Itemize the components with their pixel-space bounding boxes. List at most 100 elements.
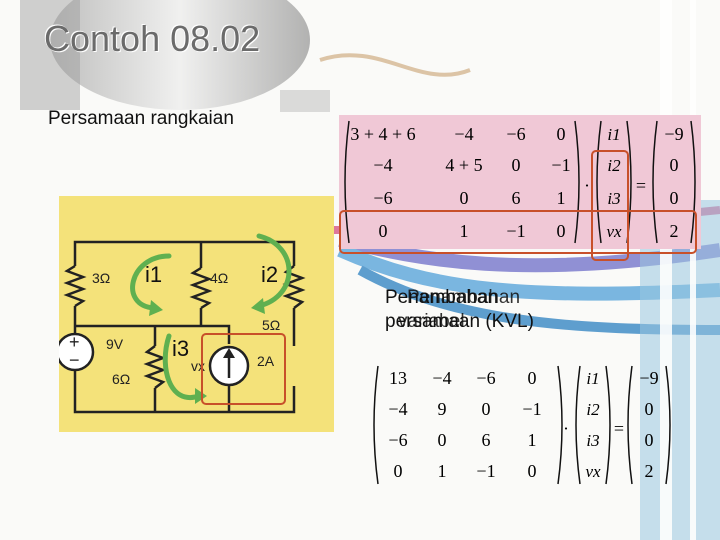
label-6ohm: 6Ω — [112, 371, 130, 387]
bracket-left-b2 — [627, 365, 633, 485]
top-wire — [73, 240, 296, 266]
matrix2-cell: 1 — [438, 461, 447, 481]
matrix2-var: i3 — [586, 431, 599, 450]
bracket-right-b — [690, 120, 696, 244]
matrix-equation-1: 3 + 4 + 6 −4 −6 0 i1 −9 −4 4 + 5 0 −1 i2 0 −6 0 6 1 i3 0 0… — [344, 120, 696, 244]
matrix2-cell: 13 — [389, 368, 407, 388]
matrix2-cell: 0 — [528, 461, 537, 481]
highlight-current-source — [201, 333, 286, 405]
matrix2-cell: −4 — [432, 368, 451, 388]
bracket-left-a — [344, 120, 350, 244]
matrix2-dot: · — [563, 419, 569, 439]
matrix2-cell: 0 — [438, 430, 447, 450]
highlight-new-variable — [591, 150, 629, 261]
label-i3: i3 — [172, 336, 189, 361]
matrix2-equals: = — [614, 419, 624, 439]
matrix2-rhs: 0 — [645, 430, 654, 450]
circuit-diagram: 3Ω 4Ω 5Ω 6Ω 9V 2A vx + − i1 i2 i3 — [59, 233, 306, 414]
matrix-1-cells: 3 + 4 + 6 −4 −6 0 i1 −9 −4 4 + 5 0 −1 i2 0 −6 0 6 1 i3 0 0… — [350, 124, 683, 241]
matrix2-var: i1 — [586, 369, 599, 388]
matrix1-cell: 0 — [460, 188, 469, 208]
matrix2-cell: −6 — [388, 430, 407, 450]
bracket-left-x — [596, 120, 602, 244]
label-3ohm: 3Ω — [92, 270, 110, 286]
matrix1-cell: 1 — [460, 221, 469, 241]
resistor-6ohm — [143, 345, 167, 389]
matrix2-cell: −4 — [388, 399, 407, 419]
wire-bundle-image — [329, 0, 720, 540]
voltage-source — [59, 332, 95, 372]
label-2a: 2A — [257, 353, 275, 369]
matrix1-cell: 0 — [512, 155, 521, 175]
label-i1: i1 — [145, 262, 162, 287]
matrix1-rhs: 0 — [670, 188, 679, 208]
matrix1-equals: = — [636, 176, 646, 196]
matrix1-cell: −6 — [506, 124, 525, 144]
matrix1-cell: 6 — [512, 188, 521, 208]
matrix2-cell: −1 — [476, 461, 495, 481]
bracket-left-x2 — [575, 365, 581, 485]
matrix2-cell: −1 — [522, 399, 541, 419]
loop-arrow-i2 — [256, 233, 292, 309]
matrix-panel — [339, 115, 701, 249]
bracket-left-b — [652, 120, 658, 244]
matrix1-cell: 4 + 5 — [445, 155, 482, 175]
matrix1-cell: 0 — [557, 221, 566, 241]
motor-image — [20, 0, 330, 112]
matrix1-rhs: 0 — [670, 155, 679, 175]
matrix1-cell: −6 — [373, 188, 392, 208]
slide-subtitle: Persamaan rangkaian — [48, 108, 234, 129]
matrix1-cell: −1 — [551, 155, 570, 175]
matrix2-cell: 0 — [528, 368, 537, 388]
matrix2-rhs: 0 — [645, 399, 654, 419]
matrix2-var: vx — [585, 462, 601, 481]
matrix1-rhs: −9 — [664, 124, 683, 144]
slide-title: Contoh 08.02 — [44, 18, 261, 59]
label-i2: i2 — [261, 262, 278, 287]
arrowhead-i1 — [149, 300, 163, 316]
matrix1-var: i3 — [607, 189, 620, 208]
matrix1-rhs: 2 — [670, 221, 679, 241]
bracket-right-a — [574, 120, 580, 244]
bracket-right-b2 — [665, 365, 671, 485]
highlight-new-row — [339, 210, 697, 254]
matrix1-var: vx — [606, 222, 622, 241]
resistor-4ohm — [189, 266, 213, 310]
matrix2-cell: −6 — [476, 368, 495, 388]
matrix1-var: i1 — [607, 125, 620, 144]
matrix1-dot: · — [584, 176, 590, 196]
matrix2-cell: 9 — [438, 399, 447, 419]
matrix1-cell: 0 — [379, 221, 388, 241]
matrix2-var: i2 — [586, 400, 600, 419]
matrix2-rhs: −9 — [639, 368, 658, 388]
resistor-3ohm — [63, 264, 87, 308]
note-line1-overlap: Penambahan — [407, 287, 521, 308]
matrix1-cell: −4 — [454, 124, 473, 144]
bracket-left-a2 — [373, 365, 379, 485]
note-line2-overlap: variabel — [398, 311, 465, 332]
matrix1-cell: −1 — [506, 221, 525, 241]
matrix2-cell: 0 — [482, 399, 491, 419]
matrix1-cell: −4 — [373, 155, 392, 175]
label-9v: 9V — [106, 336, 124, 352]
label-minus: − — [69, 350, 80, 370]
matrix1-cell: 3 + 4 + 6 — [350, 124, 415, 144]
label-4ohm: 4Ω — [210, 270, 228, 286]
middle-wire — [75, 324, 231, 344]
loop-arrow-i3 — [162, 333, 202, 401]
matrix2-cell: 6 — [482, 430, 491, 450]
label-plus: + — [69, 332, 80, 352]
arrowhead-i2 — [251, 298, 265, 314]
matrix1-cell: 1 — [557, 188, 566, 208]
matrix-2-cells: 13 −4 −6 0 i1 −9 −4 9 0 −1 i2 0 −6 0 6 1 i3 0 0 1 −1 0 vx 2 · = — [388, 368, 658, 481]
matrix2-cell: 1 — [528, 430, 537, 450]
bottom-wire — [73, 371, 296, 414]
matrix1-var: i2 — [607, 156, 621, 175]
matrix1-cell: 0 — [557, 124, 566, 144]
bracket-right-x2 — [605, 365, 611, 485]
current-arrowhead — [223, 348, 235, 358]
note-line2: persamaan (KVL) — [385, 311, 534, 332]
matrix2-cell: 0 — [394, 461, 403, 481]
matrix2-rhs: 2 — [645, 461, 654, 481]
